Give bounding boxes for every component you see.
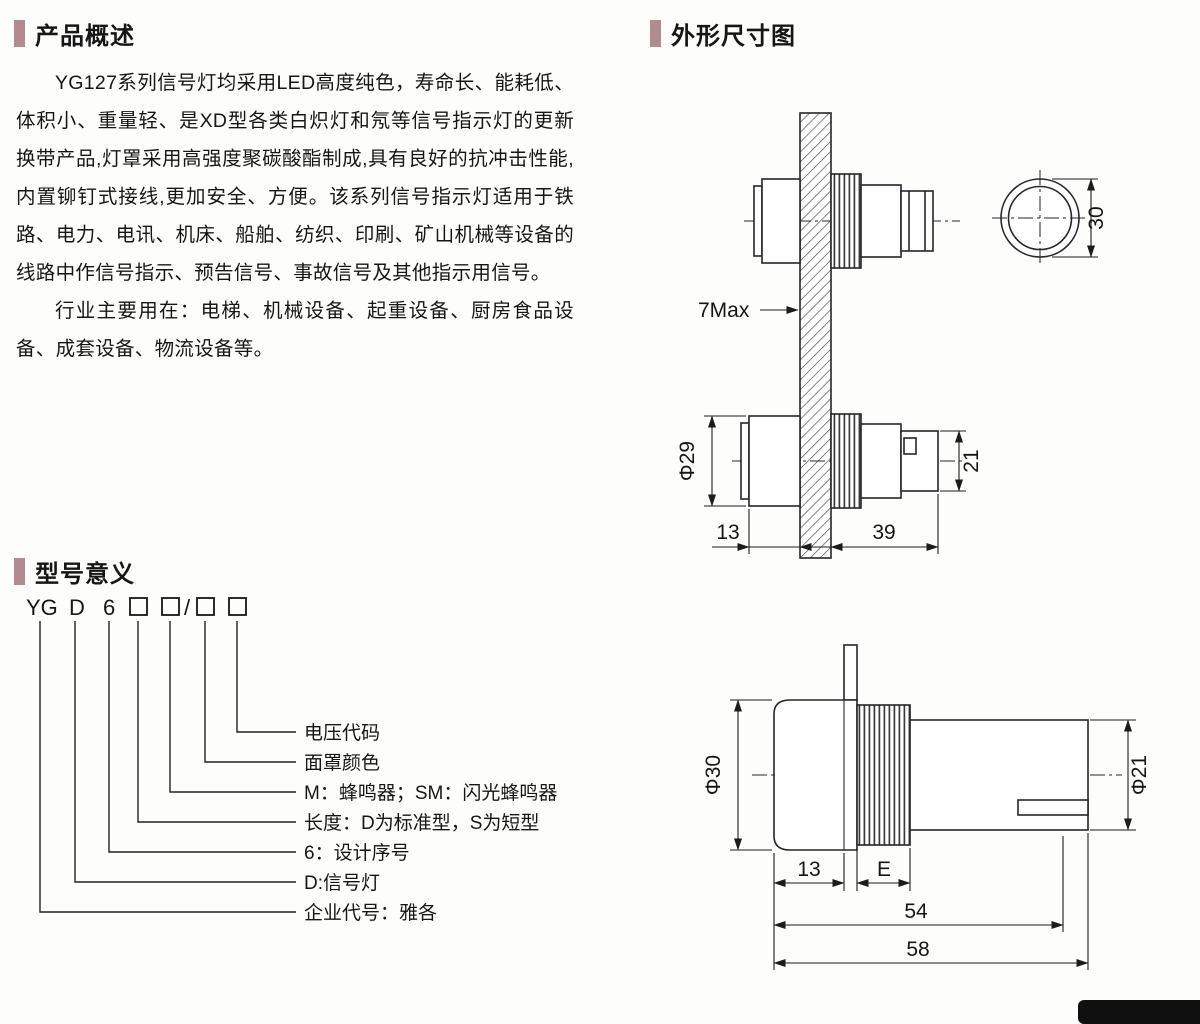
overview-paragraph-2: 行业主要用在：电梯、机械设备、起重设备、厨房食品设备、成套设备、物流设备等。	[16, 300, 574, 360]
model-label-color: 面罩颜色	[304, 752, 380, 774]
code-serial: 6	[103, 595, 115, 620]
dim-rear-len: 39	[872, 521, 895, 544]
code-box-length	[129, 597, 148, 616]
code-box-buzzer	[161, 597, 180, 616]
model-label-length: 长度：D为标准型，S为短型	[304, 812, 539, 834]
overview-paragraph-1: YG127系列信号灯均采用LED高度纯色，寿命长、能耗低、体积小、重量轻、是XD…	[16, 72, 574, 284]
toothed-washer	[830, 413, 862, 509]
model-label-lamp: D:信号灯	[304, 872, 380, 894]
model-connector-lines	[39, 621, 296, 913]
dim-front-len: 13	[716, 521, 739, 544]
dim-head-len: 13	[797, 858, 820, 881]
section-bar-icon	[14, 20, 25, 47]
model-label-company: 企业代号：雅各	[304, 902, 437, 924]
model-header: 型号意义	[14, 554, 135, 589]
model-code-diagram: YG D 6 / 电压代码 面罩颜色 M：蜂鸣器；SM：闪光蜂鸣器 长度：D为标…	[26, 595, 557, 924]
brand-badge	[1078, 1000, 1200, 1024]
dim-head-dia: Φ30	[702, 755, 725, 795]
overview-title: 产品概述	[35, 23, 135, 50]
knurled-ring	[856, 704, 911, 846]
dims-title: 外形尺寸图	[671, 23, 796, 50]
code-slash: /	[184, 595, 191, 620]
code-prefix: YG	[26, 595, 58, 620]
section-bar-icon	[650, 20, 661, 47]
key-tab	[903, 437, 917, 455]
dim-grip-len: E	[877, 858, 891, 881]
model-title: 型号意义	[35, 561, 135, 588]
model-code-row: YG D 6 /	[26, 595, 247, 620]
toothed-washer	[830, 173, 862, 269]
indicator-bottom-assembly	[732, 413, 966, 509]
model-label-serial: 6：设计序号	[304, 842, 410, 864]
dims-header: 外形尺寸图	[650, 16, 796, 51]
model-label-buzzer: M：蜂鸣器；SM：闪光蜂鸣器	[304, 782, 557, 804]
dim-rear-height: 21	[960, 449, 983, 472]
lamp-side-view	[752, 644, 1122, 851]
dim-lens-dia: 30	[1085, 206, 1108, 229]
mounting-panel-hatched	[799, 112, 832, 559]
code-lamp: D	[69, 595, 85, 620]
dimension-lines-top	[704, 178, 1098, 554]
model-label-voltage: 电压代码	[304, 722, 380, 744]
dim-total-len: 58	[906, 938, 929, 961]
front-view-circle	[992, 170, 1088, 266]
lamp-head	[773, 699, 858, 851]
dim-head-dia: Φ29	[676, 441, 699, 481]
model-label-list: 电压代码 面罩颜色 M：蜂鸣器；SM：闪光蜂鸣器 长度：D为标准型，S为短型 6…	[304, 722, 557, 924]
dimension-drawing-side: Φ30 Φ21 13 E 54 58	[702, 644, 1151, 970]
overview-body: YG127系列信号灯均采用LED高度纯色，寿命长、能耗低、体积小、重量轻、是XD…	[16, 64, 574, 368]
flange	[843, 644, 858, 701]
indicator-top-assembly	[744, 173, 960, 269]
dim-body-dia: Φ21	[1128, 755, 1151, 795]
overview-header: 产品概述	[14, 16, 135, 51]
code-box-color	[196, 597, 215, 616]
dimension-labels-side: Φ30 Φ21 13 E 54 58	[702, 755, 1151, 961]
section-bar-icon	[14, 558, 25, 585]
code-box-voltage	[228, 597, 247, 616]
terminal-tab	[1017, 799, 1089, 816]
dimension-drawing-panel-mount: 30 7Max Φ29 21 13 39	[676, 112, 1108, 559]
dim-panel-thickness: 7Max	[698, 299, 750, 322]
dim-body-len: 54	[904, 900, 928, 923]
dimension-lines-side	[730, 699, 1136, 970]
dimension-labels-top: 30 7Max Φ29 21 13 39	[676, 206, 1108, 544]
